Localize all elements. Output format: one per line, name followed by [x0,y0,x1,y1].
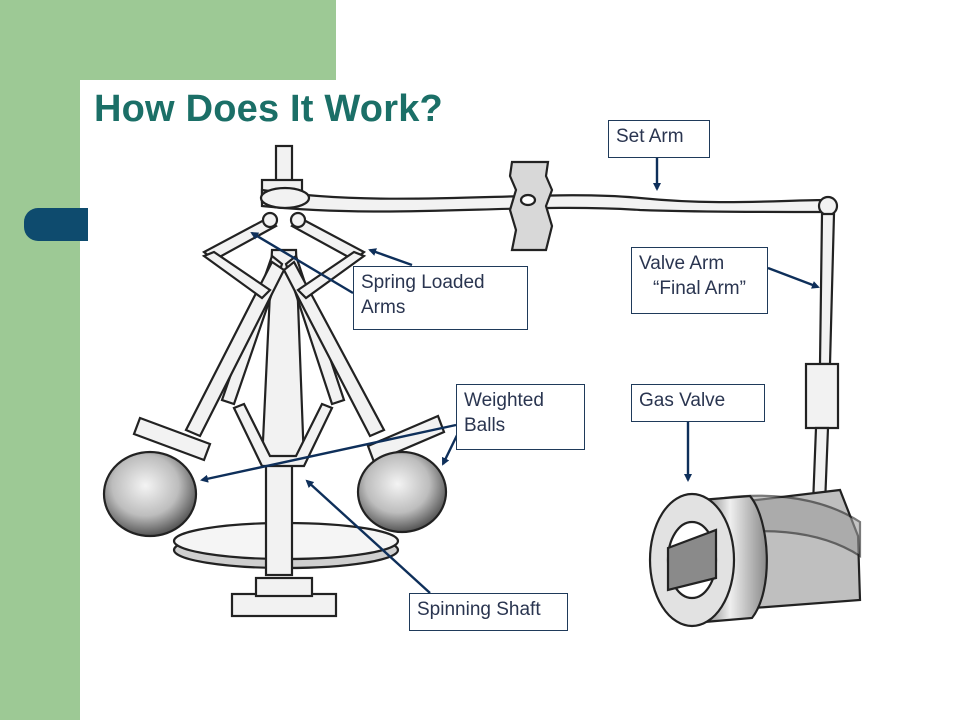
spinning-shaft-arrow [305,479,431,594]
page-title: How Does It Work? [94,88,443,130]
label-weighted-line2: Balls [464,415,506,436]
label-spinning-shaft: Spinning Shaft [409,593,568,631]
right-ball [356,450,448,534]
right-pivot [289,211,307,229]
lower-crossbar [232,402,334,468]
label-set-arm: Set Arm [608,120,710,158]
label-gas-valve-text: Gas Valve [639,390,726,411]
label-set-arm-text: Set Arm [616,126,684,147]
valve-arm-sleeve [804,362,840,430]
base-block [254,576,314,598]
left-weight-holder [132,416,212,462]
left-pivot [261,211,279,229]
label-spring-line2: Arms [361,297,406,318]
set-arm-hub [259,186,311,210]
base-plate [230,592,338,618]
label-spring-line1: Spring Loaded [361,272,485,293]
bracket [508,160,554,252]
left-arm [184,260,286,438]
top-bar [80,0,336,80]
valve-arm-arrow [767,266,820,289]
label-weighted-line1: Weighted [464,390,544,411]
gas-valve [648,488,862,628]
label-weighted-balls: Weighted Balls [456,384,585,450]
right-arm [282,260,386,438]
bracket-hole [519,193,537,207]
spring-arm-arrow-left [250,231,354,295]
label-spinning-shaft-text: Spinning Shaft [417,599,541,620]
label-valve-arm: Valve Arm “Final Arm” [631,247,768,314]
spinning-shaft [264,463,294,577]
label-spring-loaded-arms: Spring Loaded Arms [353,266,528,330]
slide-tab-marker [24,208,88,241]
governor-mechanism [102,144,840,618]
label-valve-arm-line1: Valve Arm [639,253,725,274]
label-gas-valve: Gas Valve [631,384,765,422]
spring-arm-arrow-right [368,248,413,267]
weighted-ball-arrow-left [200,423,457,483]
valve-arm-rod [818,212,836,366]
left-ball [102,450,198,538]
valve-arm-pivot [817,195,839,217]
valve-plug [666,528,718,592]
side-bar [0,0,80,720]
right-link [296,250,367,300]
label-valve-arm-line2: “Final Arm” [653,278,746,299]
left-link [201,250,272,300]
